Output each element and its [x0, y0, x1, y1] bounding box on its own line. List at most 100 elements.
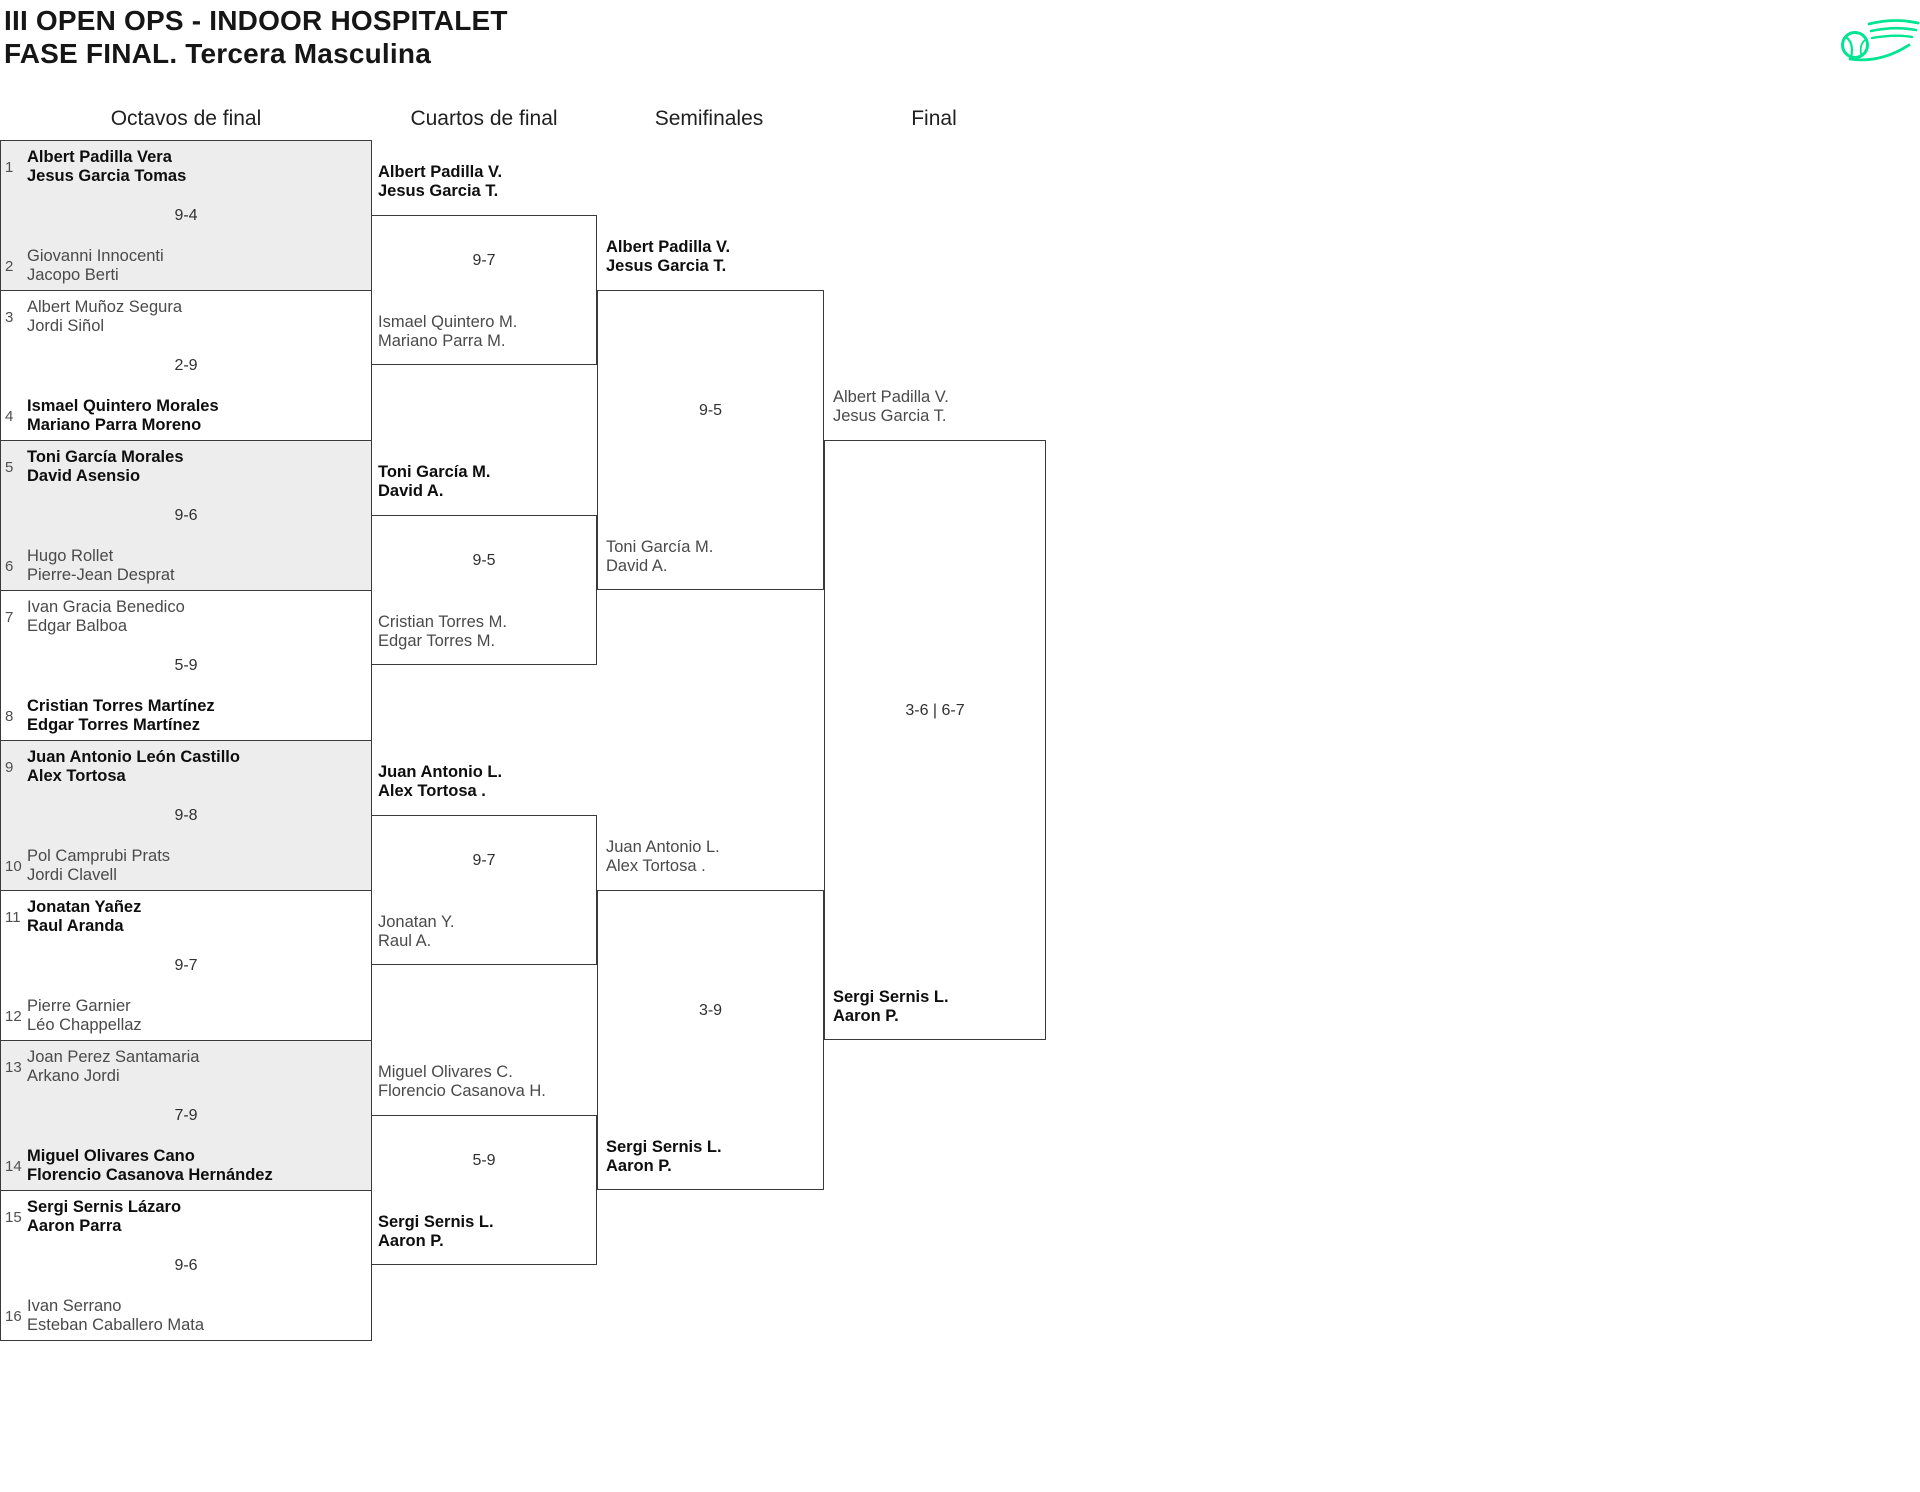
match-score: 9-6	[174, 1256, 198, 1274]
player-name: Aaron Parra	[27, 1217, 122, 1235]
player-name: Juan Antonio León Castillo	[27, 748, 240, 766]
team-players: Sergi Sernis L. Aaron P.	[606, 1138, 722, 1176]
player-name: Sergi Sernis L.	[606, 1138, 722, 1156]
team-players: Albert Muñoz Segura Jordi Siñol	[25, 298, 182, 336]
player-name: Hugo Rollet	[27, 547, 114, 565]
player-name: Albert Padilla V.	[378, 163, 503, 181]
match-score: 9-5	[472, 552, 496, 569]
player-name: Raul A.	[378, 932, 432, 950]
player-name: Albert Padilla Vera	[27, 148, 172, 166]
team-players: Toni García M. David A.	[606, 538, 713, 576]
team-row: 15 Sergi Sernis Lázaro Aaron Parra	[1, 1198, 181, 1236]
team-players: Cristian Torres Martínez Edgar Torres Ma…	[25, 697, 215, 735]
team-seed: 12	[5, 1007, 22, 1025]
player-name: Ivan Gracia Benedico	[27, 598, 185, 616]
match-box-octavos-3: 5 Toni García Morales David Asensio 9-6 …	[0, 440, 372, 591]
match-score: 3-6 | 6-7	[905, 702, 965, 719]
team-players: Miguel Olivares Cano Florencio Casanova …	[25, 1147, 273, 1185]
team-players: Hugo Rollet Pierre-Jean Desprat	[25, 547, 175, 585]
match-box-octavos-6: 11 Jonatan Yañez Raul Aranda 9-7 12 Pier…	[0, 890, 372, 1041]
team-row: 1 Albert Padilla Vera Jesus Garcia Tomas	[1, 148, 186, 186]
team-players: Jonatan Y. Raul A.	[378, 913, 454, 951]
player-name: David A.	[378, 482, 444, 500]
team-seed: 8	[5, 707, 14, 725]
team-players: Toni García Morales David Asensio	[25, 448, 184, 486]
team-players: Ivan Serrano Esteban Caballero Mata	[25, 1297, 204, 1335]
player-name: Jacopo Berti	[27, 266, 119, 284]
player-name: Albert Muñoz Segura	[27, 298, 183, 316]
player-name: David A.	[606, 557, 668, 575]
match-score: 9-8	[174, 806, 198, 824]
team-row: 6 Hugo Rollet Pierre-Jean Desprat	[1, 547, 175, 585]
team-players: Ismael Quintero Morales Mariano Parra Mo…	[25, 397, 219, 435]
team-players: Joan Perez Santamaria Arkano Jordi	[25, 1048, 199, 1086]
match-score: 9-7	[472, 852, 496, 869]
player-name: Juan Antonio L.	[606, 838, 720, 856]
player-name: Edgar Torres M.	[378, 632, 496, 650]
match-score: 9-6	[174, 506, 198, 524]
match-box-octavos-8: 15 Sergi Sernis Lázaro Aaron Parra 9-6 1…	[0, 1190, 372, 1341]
match-score: 9-5	[698, 402, 723, 419]
team-players: Ismael Quintero M. Mariano Parra M.	[378, 313, 517, 351]
player-name: Albert Padilla V.	[833, 388, 949, 406]
team-players: Juan Antonio L. Alex Tortosa .	[606, 838, 720, 876]
page-title: III OPEN OPS - INDOOR HOSPITALET FASE FI…	[4, 4, 508, 70]
player-name: Sergi Sernis Lázaro	[27, 1198, 182, 1216]
player-name: Cristian Torres M.	[378, 613, 507, 631]
player-name: Ivan Serrano	[27, 1297, 122, 1315]
match-connector-box	[371, 215, 597, 365]
round-header-octavos: Octavos de final	[110, 107, 262, 130]
player-name: Toni García M.	[606, 538, 714, 556]
team-row: 7 Ivan Gracia Benedico Edgar Balboa	[1, 598, 185, 636]
match-score: 2-9	[174, 356, 198, 374]
match-score: 9-4	[174, 206, 198, 224]
match-box-octavos-2: 3 Albert Muñoz Segura Jordi Siñol 2-9 4 …	[0, 290, 372, 441]
team-players: Sergi Sernis L. Aaron P.	[833, 988, 949, 1026]
player-name: Toni García Morales	[27, 448, 184, 466]
player-name: Mariano Parra M.	[378, 332, 506, 350]
player-name: Giovanni Innocenti	[27, 247, 164, 265]
team-seed: 3	[5, 308, 14, 326]
team-players: Sergi Sernis Lázaro Aaron Parra	[25, 1198, 181, 1236]
team-players: Jonatan Yañez Raul Aranda	[25, 898, 141, 936]
match-score: 3-9	[698, 1002, 723, 1019]
player-name: Pol Camprubi Prats	[27, 847, 171, 865]
match-connector-box	[371, 815, 597, 965]
team-seed: 4	[5, 407, 14, 425]
team-players: Juan Antonio L. Alex Tortosa .	[378, 763, 502, 801]
team-seed: 7	[5, 608, 14, 626]
round-header-semifinales: Semifinales	[654, 107, 764, 130]
team-players: Miguel Olivares C. Florencio Casanova H.	[378, 1063, 546, 1101]
team-seed: 14	[5, 1157, 22, 1175]
match-connector-box	[824, 440, 1046, 1040]
team-row: 12 Pierre Garnier Léo Chappellaz	[1, 997, 142, 1035]
team-row: 2 Giovanni Innocenti Jacopo Berti	[1, 247, 164, 285]
phase-name: FASE FINAL. Tercera Masculina	[4, 38, 431, 69]
match-box-octavos-7: 13 Joan Perez Santamaria Arkano Jordi 7-…	[0, 1040, 372, 1191]
match-score: 7-9	[174, 1106, 198, 1124]
player-name: Jonatan Yañez	[27, 898, 142, 916]
player-name: Esteban Caballero Mata	[27, 1316, 205, 1334]
team-seed: 16	[5, 1307, 22, 1325]
team-players: Albert Padilla V. Jesus Garcia T.	[378, 163, 502, 201]
team-row: 5 Toni García Morales David Asensio	[1, 448, 184, 486]
team-row: 10 Pol Camprubi Prats Jordi Clavell	[1, 847, 170, 885]
player-name: Ismael Quintero M.	[378, 313, 518, 331]
match-connector-box	[371, 1115, 597, 1265]
team-row: 16 Ivan Serrano Esteban Caballero Mata	[1, 1297, 204, 1335]
match-score: 5-9	[472, 1152, 496, 1169]
match-connector-box	[597, 290, 824, 590]
player-name: Ismael Quintero Morales	[27, 397, 219, 415]
team-seed: 10	[5, 857, 22, 875]
player-name: Mariano Parra Moreno	[27, 416, 202, 434]
player-name: Miguel Olivares Cano	[27, 1147, 195, 1165]
player-name: Jonatan Y.	[378, 913, 455, 931]
team-players: Albert Padilla V. Jesus Garcia T.	[833, 388, 949, 426]
team-seed: 15	[5, 1208, 22, 1226]
match-connector-box	[371, 515, 597, 665]
team-seed: 2	[5, 257, 14, 275]
player-name: Jordi Clavell	[27, 866, 117, 884]
player-name: Pierre Garnier	[27, 997, 131, 1015]
team-players: Cristian Torres M. Edgar Torres M.	[378, 613, 507, 651]
